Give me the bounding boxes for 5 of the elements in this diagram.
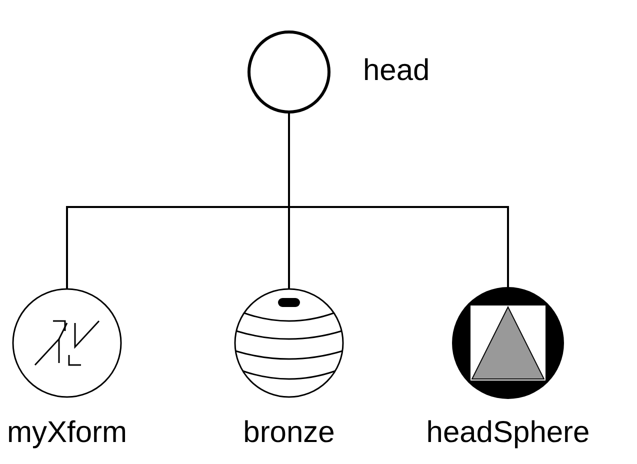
node-label: head <box>363 54 430 88</box>
connector-line <box>288 112 509 287</box>
node-label: myXform <box>7 416 127 450</box>
node-label: bronze <box>243 416 335 450</box>
node-label: headSphere <box>426 416 590 450</box>
